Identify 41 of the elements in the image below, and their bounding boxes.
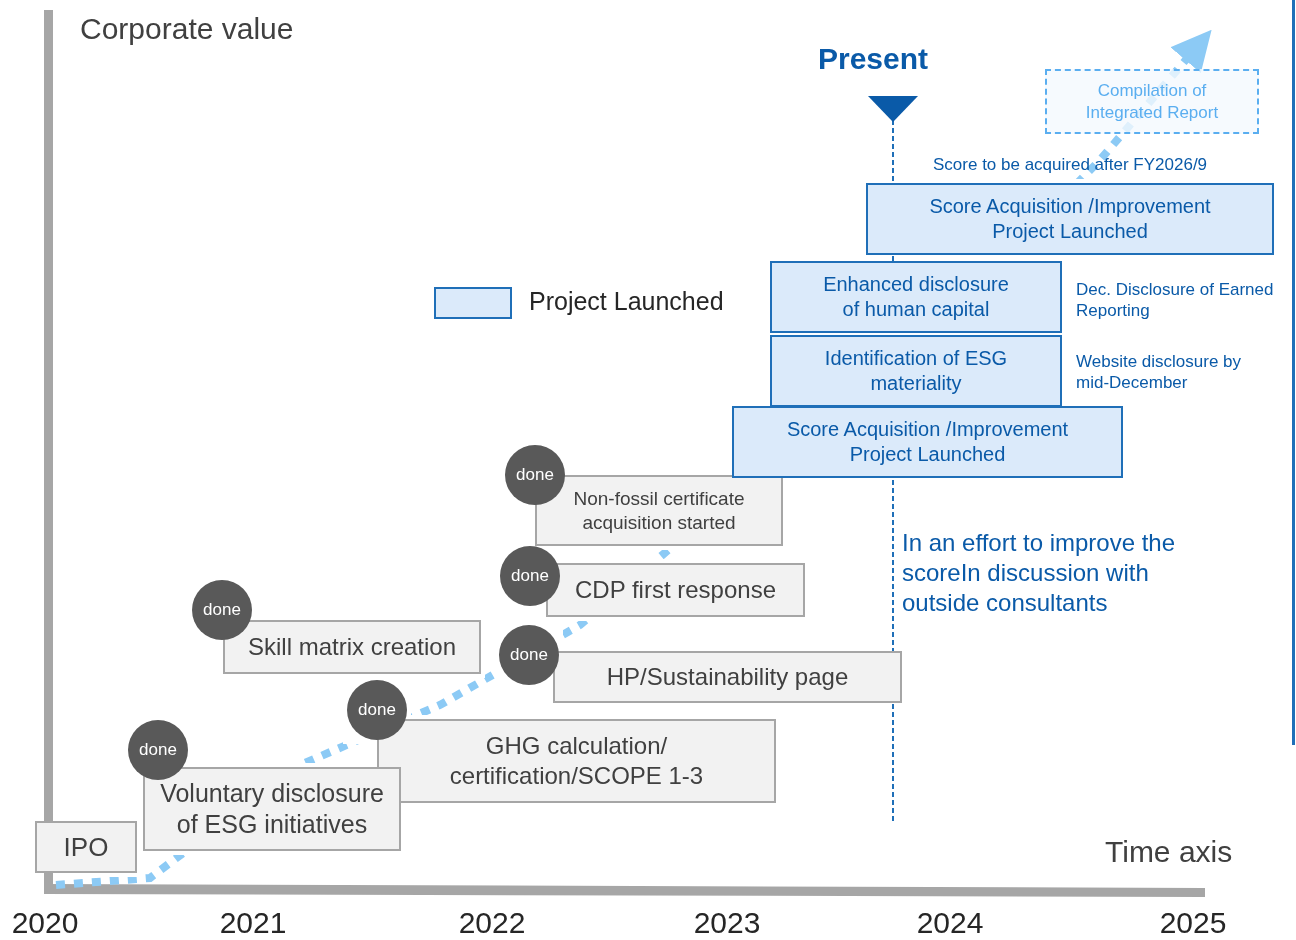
milestone-label: GHG calculation/ certification/SCOPE 1-3 [448,731,705,791]
milestone-label: Non-fossil certificate acquisition started [572,486,746,535]
done-badge: done [128,720,188,780]
project-label: Enhanced disclosure of human capital [822,272,1010,322]
year-label: 2024 [915,908,985,938]
note-text: Dec. Disclosure of Earned Reporting [1076,279,1275,322]
milestone-box [143,767,401,851]
project-box [770,261,1062,333]
project-label: Identification of ESG materiality [823,346,1009,396]
note-text: Score to be acquired after FY2026/9 [933,154,1209,176]
done-badge: done [505,445,565,505]
axis-title: Time axis [1105,834,1234,870]
project-box [770,335,1062,407]
done-badge: done [500,546,560,606]
milestone-label: IPO [63,830,109,864]
planned-box [1045,69,1259,134]
present-label: Present [818,41,930,77]
note-text: In an effort to improve the scoreIn discussion with outside consultants [902,528,1177,618]
planned-label: Compilation of Integrated Report [1084,80,1220,123]
project-box [866,183,1274,255]
project-label: Score Acquisition /Improvement Project Launched [785,417,1070,467]
milestone-label: Voluntary disclosure of ESG initiatives [159,777,385,840]
milestone-box [553,651,902,703]
axis-title: Corporate value [80,11,295,47]
done-badge: done [347,680,407,740]
milestone-label: HP/Sustainability page [606,662,849,692]
milestone-box [35,821,137,873]
project-box [732,406,1123,478]
milestone-label: CDP first response [575,575,776,605]
done-badge: done [192,580,252,640]
year-label: 2023 [692,908,762,938]
project-label: Score Acquisition /Improvement Project Launched [928,194,1212,244]
milestone-box [546,563,805,617]
year-label: 2021 [218,908,288,938]
year-label: 2025 [1158,908,1228,938]
note-text: Website disclosure by mid-December [1076,351,1243,394]
done-badge: done [499,625,559,685]
milestone-box [223,620,481,674]
year-label: 2020 [10,908,80,938]
year-label: 2022 [457,908,527,938]
legend-label: Project Launched [529,289,724,314]
